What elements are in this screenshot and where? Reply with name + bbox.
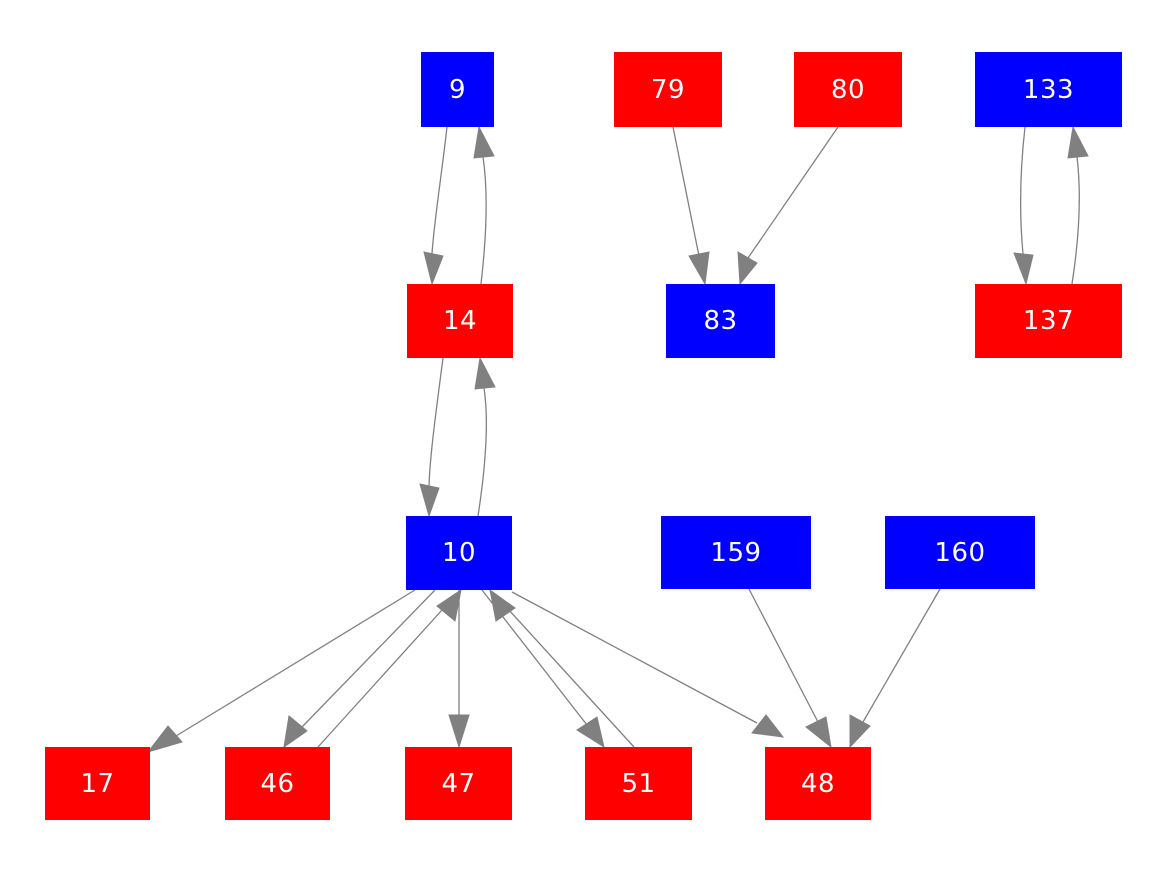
graph-node-159[interactable]: 159 (661, 516, 811, 589)
edge-line (747, 126, 839, 259)
arrowhead-icon (576, 716, 605, 749)
graph-node-160[interactable]: 160 (885, 516, 1035, 589)
graph-node-79[interactable]: 79 (614, 52, 722, 127)
arrowhead-icon (1067, 125, 1089, 159)
graph-node-label: 159 (710, 537, 762, 568)
edge-14-to-9 (473, 125, 495, 285)
graph-node-137[interactable]: 137 (975, 284, 1122, 358)
edge-10-to-47 (448, 714, 470, 749)
arrowhead-icon (737, 251, 758, 286)
graph-node-46[interactable]: 46 (225, 747, 330, 820)
edge-159-to-48 (748, 588, 832, 749)
graph-node-label: 137 (1022, 306, 1075, 336)
graph-node-48[interactable]: 48 (765, 747, 871, 820)
graph-node-label: 17 (80, 768, 115, 799)
edge-10-to-48 (511, 591, 785, 738)
edge-line (511, 591, 758, 724)
arrowhead-icon (283, 715, 308, 749)
edge-10-to-17 (146, 589, 416, 753)
edge-line (1019, 126, 1026, 255)
graph-node-9[interactable]: 9 (421, 52, 494, 127)
arrowhead-icon (474, 356, 496, 390)
edge-line (317, 609, 443, 748)
graph-node-label: 46 (260, 768, 295, 799)
graph-node-51[interactable]: 51 (585, 747, 692, 820)
edge-133-to-137 (1013, 126, 1034, 286)
edge-9-to-14 (423, 126, 448, 286)
arrowhead-icon (849, 714, 871, 749)
arrowhead-icon (423, 251, 444, 286)
edge-10-to-14 (474, 356, 496, 517)
graph-node-47[interactable]: 47 (405, 747, 512, 820)
arrowhead-icon (473, 125, 495, 159)
graph-node-label: 80 (830, 74, 866, 105)
graph-node-label: 160 (934, 537, 986, 568)
graph-node-83[interactable]: 83 (666, 284, 775, 358)
edge-10-to-46 (283, 589, 436, 749)
graph-node-label: 79 (650, 74, 686, 105)
edge-line (301, 589, 436, 728)
arrowhead-icon (1013, 252, 1034, 286)
graph-node-label: 10 (441, 538, 477, 568)
arrowhead-icon (805, 716, 832, 749)
arrowhead-icon (146, 725, 183, 753)
edge-line (477, 387, 488, 517)
graph-node-10[interactable]: 10 (406, 516, 512, 590)
edge-14-to-10 (419, 357, 444, 518)
edge-line (507, 608, 635, 748)
graph-node-label: 47 (441, 768, 476, 799)
arrowhead-icon (751, 714, 785, 738)
edge-line (431, 126, 448, 255)
edge-line (428, 357, 444, 487)
edge-79-to-83 (672, 126, 710, 286)
edge-line (175, 589, 416, 737)
graph-node-label: 83 (703, 306, 738, 336)
graph-node-label: 14 (442, 306, 478, 336)
arrowhead-icon (688, 251, 710, 286)
edge-line (748, 588, 819, 723)
graph-node-label: 51 (621, 768, 656, 799)
graph-node-label: 48 (800, 768, 836, 799)
edge-46-to-10 (317, 588, 462, 748)
edge-51-to-10 (489, 588, 635, 748)
edge-80-to-83 (737, 126, 839, 286)
graph-node-17[interactable]: 17 (45, 747, 150, 820)
edge-line (862, 588, 941, 723)
edge-160-to-48 (849, 588, 941, 749)
arrowhead-icon (489, 588, 516, 622)
edge-line (672, 126, 700, 257)
graph-node-label: 9 (448, 74, 467, 105)
arrowhead-icon (436, 588, 462, 622)
edge-line (1071, 156, 1080, 285)
graph-node-14[interactable]: 14 (407, 284, 513, 358)
graph-node-133[interactable]: 133 (975, 52, 1122, 127)
graph-node-80[interactable]: 80 (794, 52, 902, 127)
edge-line (480, 156, 487, 285)
edge-137-to-133 (1067, 125, 1089, 285)
arrowhead-icon (448, 714, 470, 749)
graph-node-label: 133 (1022, 74, 1075, 105)
edge-10-to-51 (576, 716, 605, 749)
arrowhead-icon (419, 483, 440, 518)
